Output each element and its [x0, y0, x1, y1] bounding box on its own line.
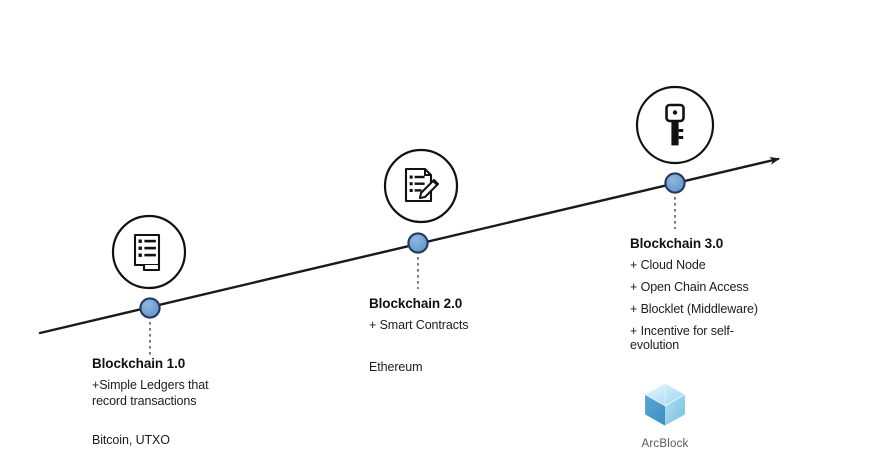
milestone-1-circle: [111, 214, 187, 290]
milestone-3-feature-1: + Open Chain Access: [630, 280, 749, 294]
milestone-1-group: [111, 214, 187, 356]
ledger-document-icon: [133, 233, 161, 272]
milestone-2-feature-0: + Smart Contracts: [369, 318, 469, 332]
milestone-1-feature-0: +Simple Ledgers that: [92, 378, 209, 392]
milestone-1-feature-1: record transactions: [92, 394, 197, 408]
arcblock-cube-logo: [644, 382, 686, 426]
milestone-2-platform: Ethereum: [369, 360, 423, 374]
milestone-3-feature-4: evolution: [630, 338, 680, 352]
milestone-3-marker-dot: [664, 172, 686, 194]
milestone-1-marker-dot: [139, 297, 161, 319]
milestone-3-feature-3: + Incentive for self-: [630, 324, 734, 338]
smart-contract-signed-document-icon: [404, 167, 439, 203]
milestone-3-group: [635, 85, 715, 229]
milestone-3-feature-list: + Cloud Node + Open Chain Access + Block…: [630, 258, 758, 360]
milestone-3-circle: [635, 85, 715, 165]
milestone-3-title: Blockchain 3.0: [630, 236, 724, 251]
milestone-3-feature-2: + Blocklet (Middleware): [630, 302, 758, 316]
arcblock-wordmark: ArcBlock: [641, 438, 689, 450]
milestone-1-title: Blockchain 1.0: [92, 356, 186, 371]
milestone-2-group: [383, 148, 459, 289]
milestone-2-circle: [383, 148, 459, 224]
key-icon: [665, 103, 685, 146]
milestone-1-platform: Bitcoin, UTXO: [92, 433, 170, 447]
milestone-2-title: Blockchain 2.0: [369, 296, 463, 311]
milestone-2-marker-dot: [407, 232, 429, 254]
milestone-3-feature-0: + Cloud Node: [630, 258, 706, 272]
arcblock-brand: ArcBlock: [620, 378, 710, 450]
